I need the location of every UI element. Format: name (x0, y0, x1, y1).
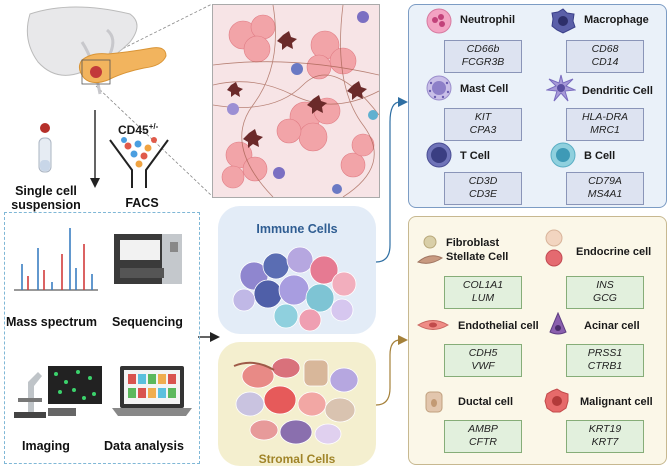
microscope-icon (14, 366, 102, 418)
sequencer-icon (114, 234, 182, 284)
dendritic-cell-icon (546, 74, 576, 102)
acinar-cell-label: Acinar cell (584, 320, 640, 332)
data-analysis-label: Data analysis (104, 439, 184, 453)
facs-label: FACS (125, 196, 159, 210)
b-cell-icon (550, 142, 576, 168)
immune-cluster-illustration (232, 246, 357, 332)
b-cell-label: B Cell (584, 150, 616, 162)
mass-spectrum-label: Mass spectrum (6, 315, 98, 329)
immune-cells-label: Immune Cells (256, 222, 338, 236)
neutrophil-icon (426, 8, 452, 34)
tumor-tissue-image (212, 4, 380, 198)
t-cell-label: T Cell (460, 150, 490, 162)
ductal-cell-label: Ductal cell (458, 396, 514, 408)
endothelial-cell-label: Endothelial cell (458, 320, 539, 332)
endocrine-cell-label: Endocrine cell (576, 246, 652, 258)
endothelial-cell-icon (417, 320, 449, 330)
macrophage-icon (551, 8, 576, 34)
methods-panel (4, 212, 200, 464)
fibroblast-icon (416, 235, 443, 264)
endocrine-cell-icon (545, 229, 563, 267)
malignant-cell-icon (544, 388, 569, 413)
neutrophil-label: Neutrophil (460, 14, 515, 26)
stromal-cells-label: Stromal Cells (258, 452, 336, 466)
facs-funnel-icon (109, 137, 169, 188)
mass-spectrum-icon (14, 228, 98, 291)
ductal-cell-icon (425, 391, 443, 413)
laptop-icon (112, 366, 192, 416)
mast-cell-icon (426, 75, 452, 101)
test-tube-icon (38, 123, 52, 173)
cd45-label: CD45+/- (118, 122, 159, 137)
sequencing-label: Sequencing (112, 315, 183, 329)
stromal-cluster-illustration (233, 357, 359, 445)
imaging-label: Imaging (22, 439, 70, 453)
liver-pancreas-illustration (26, 6, 167, 95)
macrophage-label: Macrophage (584, 14, 649, 26)
malignant-cell-label: Malignant cell (580, 396, 653, 408)
t-cell-icon (426, 142, 452, 168)
dendritic-cell-label: Dendritic Cell (582, 85, 653, 97)
acinar-cell-icon (549, 312, 567, 335)
mast-cell-label: Mast Cell (460, 83, 509, 95)
